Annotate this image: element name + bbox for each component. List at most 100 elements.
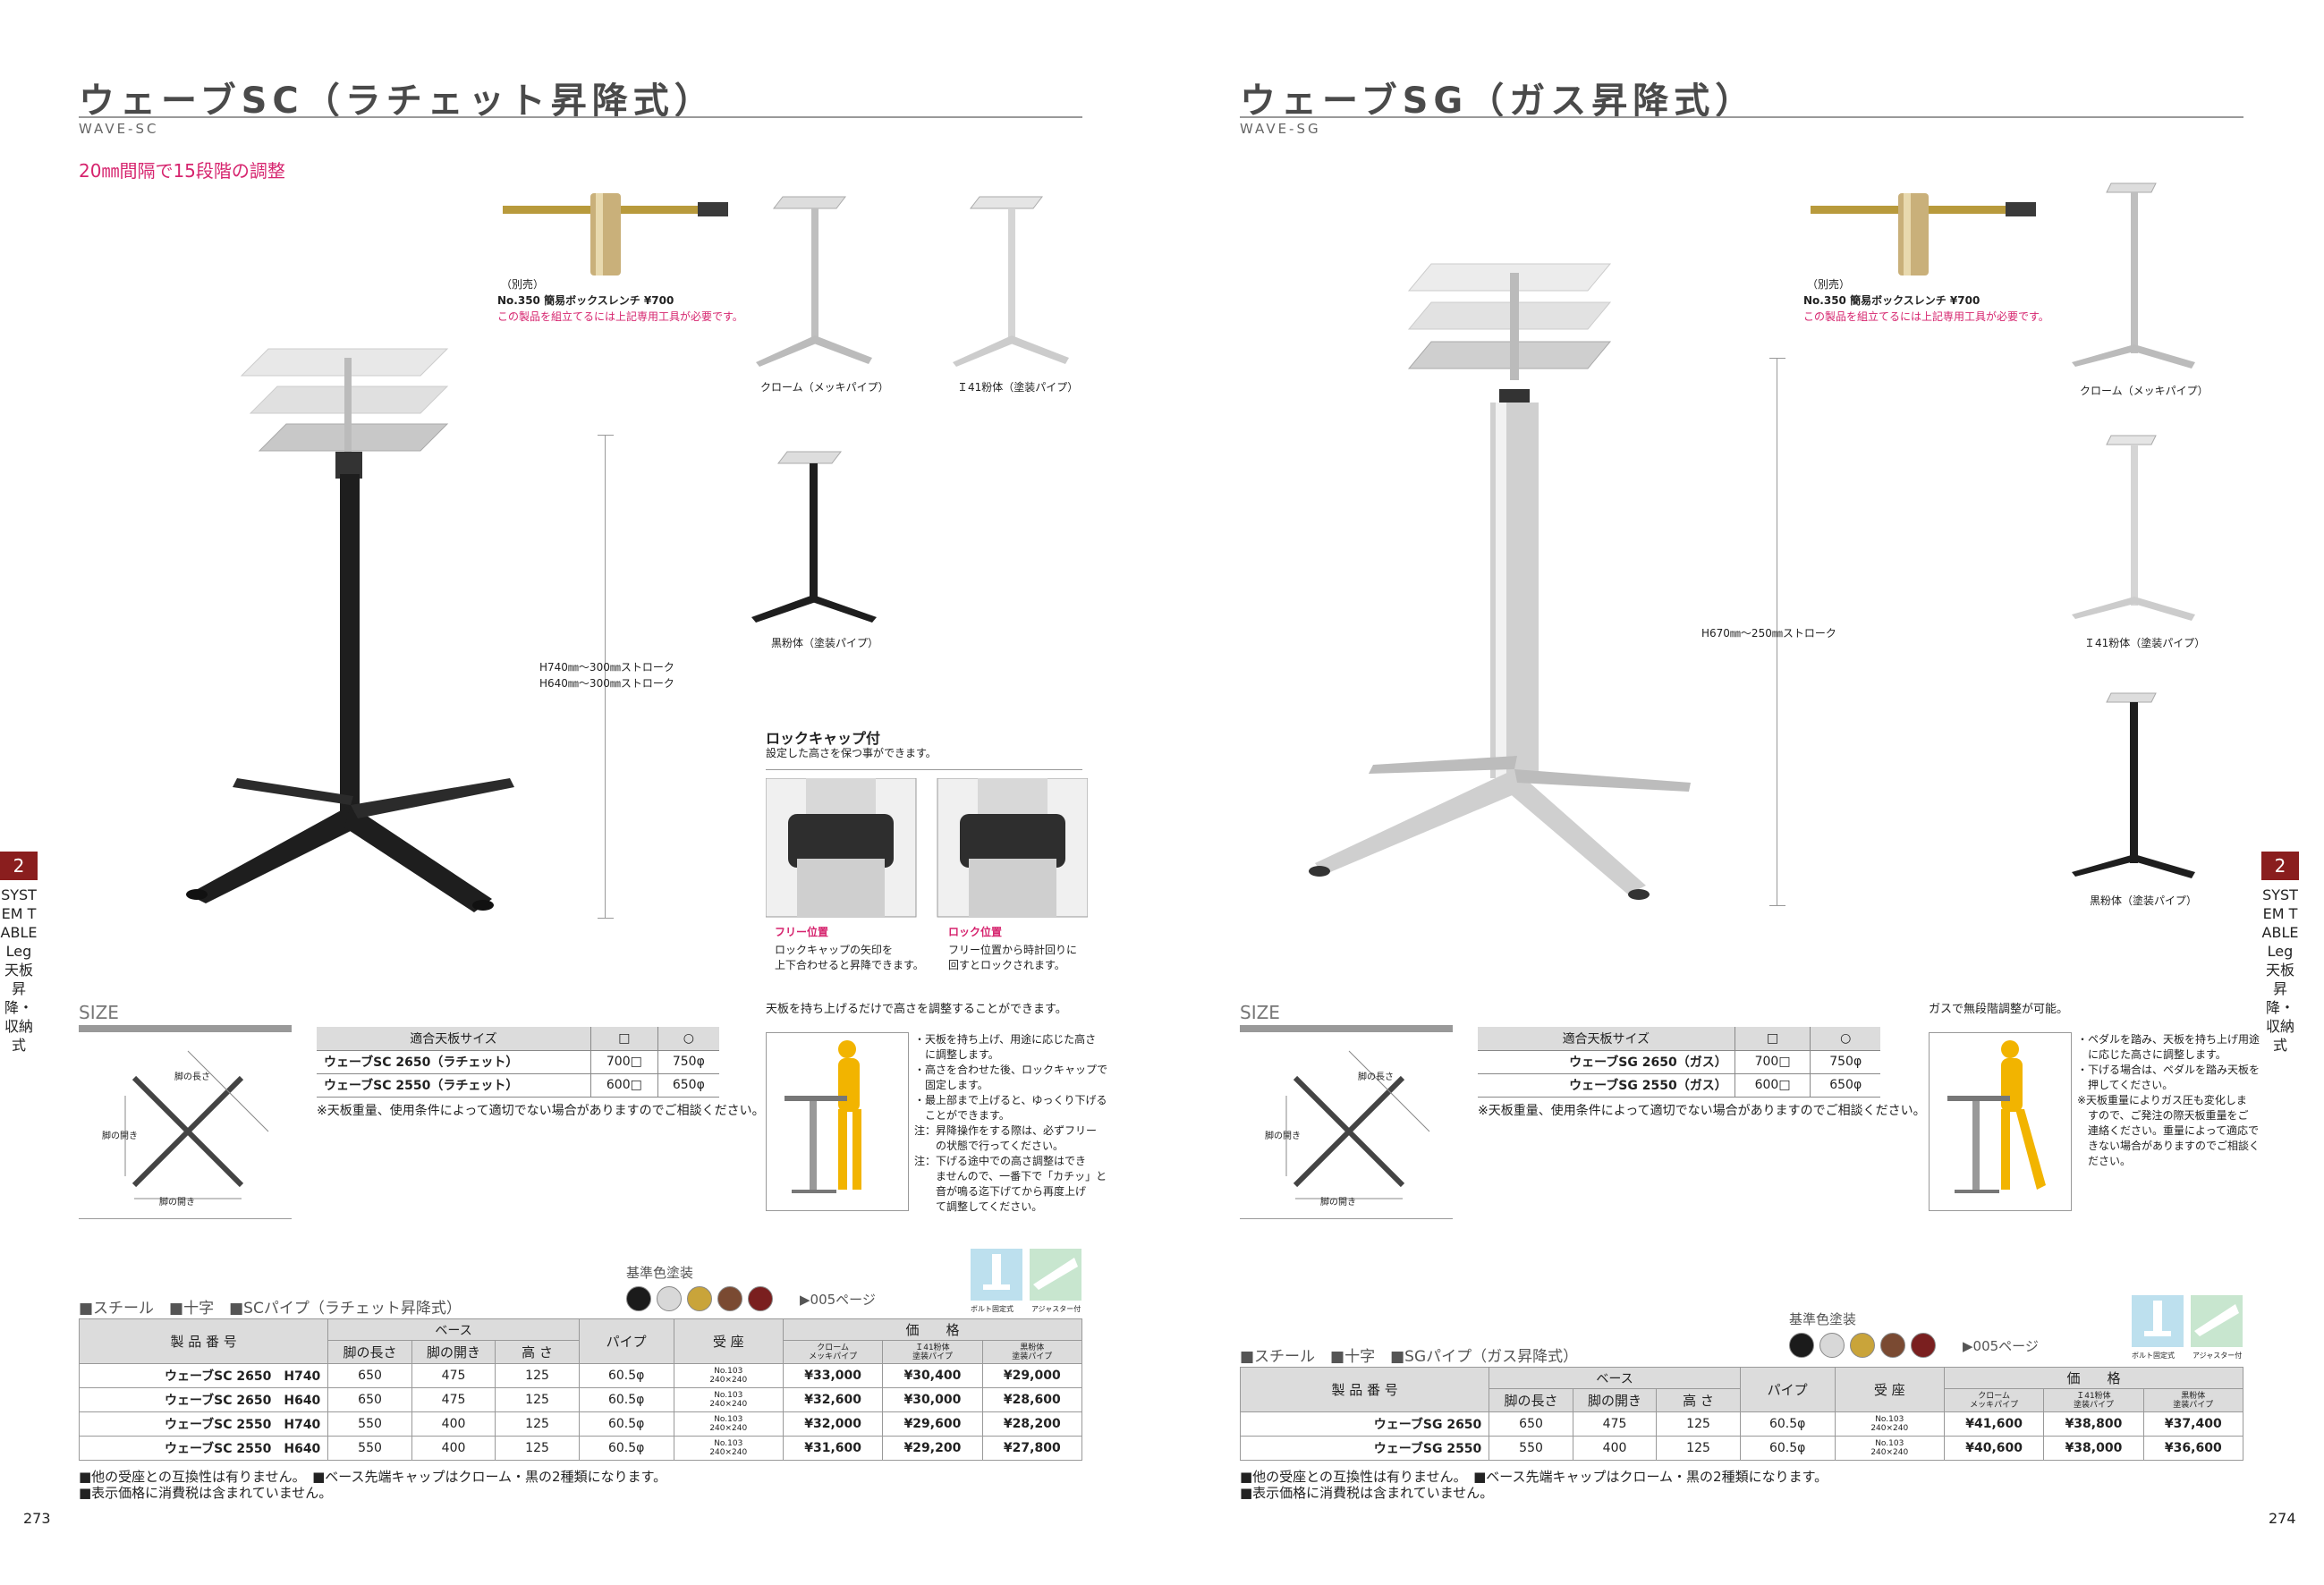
gas-instructions-sg: ・ペダルを踏み、天板を持ち上げ用途 に応じた高さに調整します。 ・下げる場合は、… [2077, 1033, 2260, 1167]
lockcap-title: ロックキャップ付 [766, 730, 881, 747]
height-tick-bottom-right [1769, 905, 1785, 906]
caption-black-sg: 黒粉体（塗装パイプ） [2090, 894, 2198, 907]
size-leg-open: 脚の開き [102, 1132, 138, 1141]
side-tab-right: 2 [2261, 852, 2299, 880]
table-leg-image-sc [186, 348, 514, 912]
size-diagram-sc [124, 1050, 269, 1199]
icon-label-bolt-left: ボルト固定式 [971, 1305, 1014, 1313]
swatch-maroon [748, 1286, 773, 1311]
size-leg-open-2: 脚の開き [1320, 1198, 1356, 1208]
height-dimension-line-left [605, 435, 606, 918]
variant-chrome-image-sc [756, 196, 872, 367]
height-tick-top-right [1769, 358, 1785, 359]
side-tab-left: 2 [0, 852, 38, 880]
icon-label-adjuster-right: アジャスター付 [2193, 1352, 2243, 1360]
size-leg-open: 脚の開き [1265, 1132, 1301, 1141]
caption-black-sc: 黒粉体（塗装パイプ） [771, 637, 879, 649]
size-label-left: SIZE [79, 1002, 119, 1023]
icon-label-bolt-right: ボルト固定式 [2132, 1352, 2175, 1360]
footer-note-1-right: ■他の受座との互換性は有りません。 ■ベース先端キャップはクローム・黒の2種類に… [1240, 1469, 1828, 1485]
lockcap-free-title: フリー位置 [775, 926, 829, 938]
page-number-right: 274 [2269, 1510, 2296, 1527]
color-ref-left: ▶005ページ [800, 1292, 876, 1308]
lockcap-rule [766, 769, 1082, 770]
side-text-right: SYSTEM TABLE Leg 天板昇降・収納式 [2261, 886, 2299, 1054]
wrench-icon [503, 193, 728, 275]
size-label-right: SIZE [1240, 1002, 1280, 1023]
fit-row: ウェーブSG 2550（ガス）600□650φ [1478, 1073, 1880, 1098]
spec-table-sg: 製 品 番 号 ベース パイプ 受 座 価 格 脚の長さ 脚の開き 高 さ クロ… [1239, 1367, 2244, 1461]
color-swatches-right [1789, 1333, 1941, 1361]
lift-instructions-sc: ・天板を持ち上げ、用途に応じた高さ に調整します。 ・高さを合わせた後、ロックキ… [914, 1033, 1108, 1213]
wrench-note-3: この製品を組立てるには上記専用工具が必要です。 [1803, 310, 2049, 323]
wrench-note-2: No.350 簡易ボックスレンチ ¥700 [1803, 294, 1980, 307]
swatch-maroon [1911, 1333, 1936, 1358]
variant-black-image-sg [2072, 692, 2195, 878]
variant-chrome-image-sg [2072, 182, 2195, 369]
lockcap-lock-text-2: 回すとロックされます。 [948, 959, 1065, 971]
swatch-black [1789, 1333, 1814, 1358]
page-number-left: 273 [23, 1510, 51, 1527]
fit-note-sg: ※天板重量、使用条件によって適切でない場合がありますのでご相談ください。 [1478, 1104, 1926, 1118]
size-leg-length: 脚の長さ [174, 1072, 210, 1082]
variant-i41-image-sc [953, 196, 1069, 367]
color-label-left: 基準色塗装 [626, 1265, 694, 1281]
footer-note-2-left: ■表示価格に消費税は含まれていません。 [79, 1485, 333, 1501]
lift-title: 天板を持ち上げるだけで高さを調整することができます。 [766, 1003, 1067, 1016]
swatch-gold [687, 1286, 712, 1311]
height-tick-bottom-left [598, 918, 614, 919]
caption-i41-sg: Ｉ41粉体（塗装パイプ） [2084, 637, 2206, 649]
variant-black-image-sc [751, 451, 877, 623]
height-note-sg: H670㎜～250㎜ストローク [1701, 627, 1836, 640]
swatch-silver [657, 1286, 682, 1311]
height-note-1: H740㎜～300㎜ストローク [539, 661, 674, 674]
color-swatches-left [626, 1286, 778, 1315]
wrench-note-1: （別売） [501, 278, 545, 291]
fit-row: ウェーブSC 2550（ラチェット）600□650φ [317, 1073, 719, 1098]
gas-title: ガスで無段階調整が可能。 [1929, 1003, 2069, 1016]
wrench-note-1: （別売） [1807, 278, 1851, 291]
side-text-left: SYSTEM TABLE Leg 天板昇降・収納式 [0, 886, 38, 1054]
size-leg-length: 脚の長さ [1358, 1072, 1394, 1082]
lockcap-free-text-2: 上下合わせると昇降できます。 [775, 959, 924, 971]
variant-i41-image-sg [2072, 435, 2195, 621]
footer-note-1-left: ■他の受座との互換性は有りません。 ■ベース先端キャップはクローム・黒の2種類に… [79, 1469, 667, 1485]
height-tick-top-left [598, 435, 614, 436]
lockcap-lock-title: ロック位置 [948, 926, 1003, 938]
size-diagram-sg [1285, 1050, 1430, 1199]
fit-row: ウェーブSC 2650（ラチェット）700□750φ [317, 1050, 719, 1074]
footer-note-2-right: ■表示価格に消費税は含まれていません。 [1240, 1485, 1494, 1501]
spec-label-right: ■スチール ■十字 ■SGパイプ（ガス昇降式） [1240, 1348, 1579, 1366]
size-bottom-rule-left [79, 1218, 292, 1219]
wrench-note-2: No.350 簡易ボックスレンチ ¥700 [497, 294, 674, 307]
swatch-brown [1880, 1333, 1905, 1358]
bolt-adjuster-icons-right [2132, 1295, 2243, 1347]
wrench-icon [1811, 193, 2036, 275]
size-bottom-rule-right [1240, 1218, 1453, 1219]
page-title-left: ウェーブSC（ラチェット昇降式） [79, 81, 716, 122]
caption-chrome-sc: クローム（メッキパイプ） [760, 381, 889, 394]
swatch-brown [717, 1286, 742, 1311]
lockcap-free-text-1: ロックキャップの矢印を [775, 944, 894, 956]
bolt-adjuster-icons-left [971, 1249, 1081, 1301]
wrench-note-3: この製品を組立てるには上記専用工具が必要です。 [497, 310, 743, 323]
caption-i41-sc: Ｉ41粉体（塗装パイプ） [957, 381, 1079, 394]
size-bar-left [79, 1025, 292, 1032]
lift-illustration-sg [1929, 1032, 2072, 1211]
lockcap-photos [766, 778, 1088, 918]
page-title-right: ウェーブSG（ガス昇降式） [1240, 81, 1757, 122]
color-ref-right: ▶005ページ [1963, 1338, 2039, 1354]
height-note-2: H640㎜～300㎜ストローク [539, 677, 674, 690]
color-label-right: 基準色塗装 [1789, 1311, 1857, 1327]
title-rule-right [1240, 116, 2243, 118]
table-leg-image-sg [1309, 263, 1691, 900]
fit-table-sg: 適合天板サイズ□○ ウェーブSG 2650（ガス）700□750φ ウェーブSG… [1478, 1027, 1880, 1098]
swatch-gold [1850, 1333, 1875, 1358]
lead-text-left: 20㎜間隔で15段階の調整 [79, 160, 285, 182]
spec-table-sc: 製 品 番 号 ベース パイプ 受 座 価 格 脚の長さ 脚の開き 高 さ クロ… [78, 1318, 1083, 1461]
fit-note-sc: ※天板重量、使用条件によって適切でない場合がありますのでご相談ください。 [317, 1104, 765, 1118]
